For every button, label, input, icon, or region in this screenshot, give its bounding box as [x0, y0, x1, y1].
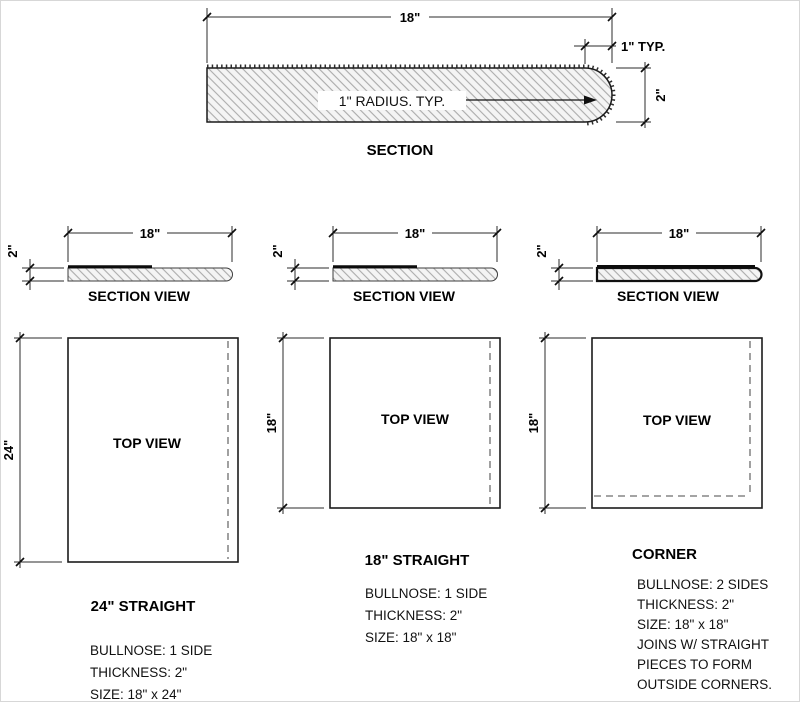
dim-label-bg [133, 224, 167, 241]
note-bg [318, 91, 466, 110]
section-view-label: SECTION VIEW [88, 288, 191, 304]
section-title: SECTION [367, 142, 434, 159]
piece-heading: 18" STRAIGHT [365, 552, 470, 569]
spec-line: PIECES TO FORM [637, 657, 752, 672]
spec-line: OUTSIDE CORNERS. [637, 677, 772, 692]
dim-ticks [15, 333, 25, 567]
piece-heading: CORNER [632, 546, 697, 563]
dim-ticks [63, 228, 237, 238]
dim-thickness: 2" [5, 244, 64, 290]
top-view-24-straight: 24" TOP VIEW 24" STRAIGHT BULLNOSE: 1 SI… [1, 332, 239, 702]
bullnose-hidden-lines [594, 341, 751, 497]
top-view-label: TOP VIEW [381, 411, 450, 427]
spec-line: SIZE: 18" x 18" [637, 617, 729, 632]
dim-width: 18" [63, 224, 237, 262]
dim-ticks [290, 263, 300, 286]
dim-height: 24" [1, 332, 62, 568]
dim-ticks [640, 63, 650, 127]
dim-label-width: 18" [140, 226, 161, 241]
spec-line: THICKNESS: 2" [637, 597, 734, 612]
dim-width: 18" [328, 224, 502, 262]
radius-callout: 1" RADIUS. TYP. [318, 91, 597, 110]
dim-label-thickness: 2" [534, 244, 549, 257]
section-view-label: SECTION VIEW [353, 288, 456, 304]
dim-ticks [25, 263, 35, 286]
dim-label-width: 18" [669, 226, 690, 241]
spec-line: SIZE: 18" x 24" [90, 687, 182, 702]
top-view-label: TOP VIEW [643, 412, 712, 428]
dim-label-bg [398, 224, 432, 241]
dim-label-thickness: 2" [5, 244, 20, 257]
dim-label-width: 18" [405, 226, 426, 241]
dim-thickness: 2" [534, 244, 593, 290]
section-view-24: 18" 2" SECTION VIEW [5, 224, 237, 304]
dim-label-bg [662, 224, 696, 241]
dim-ticks [592, 228, 766, 238]
dim-thickness: 2" [270, 244, 329, 290]
dim-lines [14, 332, 62, 568]
section-view-18: 18" 2" SECTION VIEW [270, 224, 502, 304]
spec-line: BULLNOSE: 2 SIDES [637, 577, 768, 592]
bullnose-texture [207, 64, 616, 126]
spec-line: SIZE: 18" x 18" [365, 630, 457, 645]
dim-label-bg [391, 8, 429, 26]
piece-heading: 24" STRAIGHT [91, 598, 196, 615]
top-view-outline [329, 337, 501, 509]
dim-width: 18" [592, 224, 766, 262]
spec-line: THICKNESS: 2" [365, 608, 462, 623]
dim-label-height: 24" [1, 440, 16, 461]
dim-ticks [580, 41, 617, 51]
section-bar [332, 267, 498, 282]
spec-line: BULLNOSE: 1 SIDE [365, 586, 487, 601]
top-view-18-straight: 18" TOP VIEW 18" STRAIGHT BULLNOSE: 1 SI… [264, 332, 501, 645]
dim-ticks [278, 333, 288, 513]
radius-note: 1" RADIUS. TYP. [339, 93, 445, 109]
section-bar [595, 266, 763, 283]
top-view-corner: 18" TOP VIEW CORNER BULLNOSE: 2 SIDES TH… [526, 332, 772, 692]
dim-ticks [554, 263, 564, 286]
dim-label-thickness: 2" [270, 244, 285, 257]
spec-line: BULLNOSE: 1 SIDE [90, 643, 212, 658]
dim-lines [616, 62, 651, 128]
dim-ticks [328, 228, 502, 238]
dim-lines [551, 259, 593, 290]
section-view-corner: 18" 2" SECTION VIEW [534, 224, 766, 304]
dim-label-height: 18" [264, 413, 279, 434]
main-section: 18" 1" TYP. 2" 1" RADIUS. TYP. SECTION [202, 8, 668, 159]
top-view-outline [591, 337, 763, 509]
dim-label-width: 18" [400, 10, 421, 25]
dim-label-typ: 1" TYP. [621, 39, 665, 54]
dim-lines [22, 259, 64, 290]
dim-typ: 1" TYP. [574, 39, 665, 64]
dim-height: 18" [526, 332, 586, 514]
dim-label-thickness: 2" [653, 88, 668, 101]
dim-lines [287, 259, 329, 290]
dim-ticks [540, 333, 550, 513]
dim-ticks [202, 12, 617, 22]
dim-label-height: 18" [526, 413, 541, 434]
dim-lines [574, 39, 616, 64]
spec-line: JOINS W/ STRAIGHT [637, 637, 769, 652]
radius-arrowhead [584, 95, 597, 105]
top-view-outline [67, 337, 239, 563]
section-view-label: SECTION VIEW [617, 288, 720, 304]
dim-height: 18" [264, 332, 324, 514]
dim-overall-width: 18" [202, 8, 617, 63]
dim-thickness: 2" [616, 62, 668, 128]
spec-line: THICKNESS: 2" [90, 665, 187, 680]
section-bar [67, 267, 233, 282]
top-view-label: TOP VIEW [113, 435, 182, 451]
dim-lines [277, 332, 324, 514]
dim-lines [539, 332, 586, 514]
